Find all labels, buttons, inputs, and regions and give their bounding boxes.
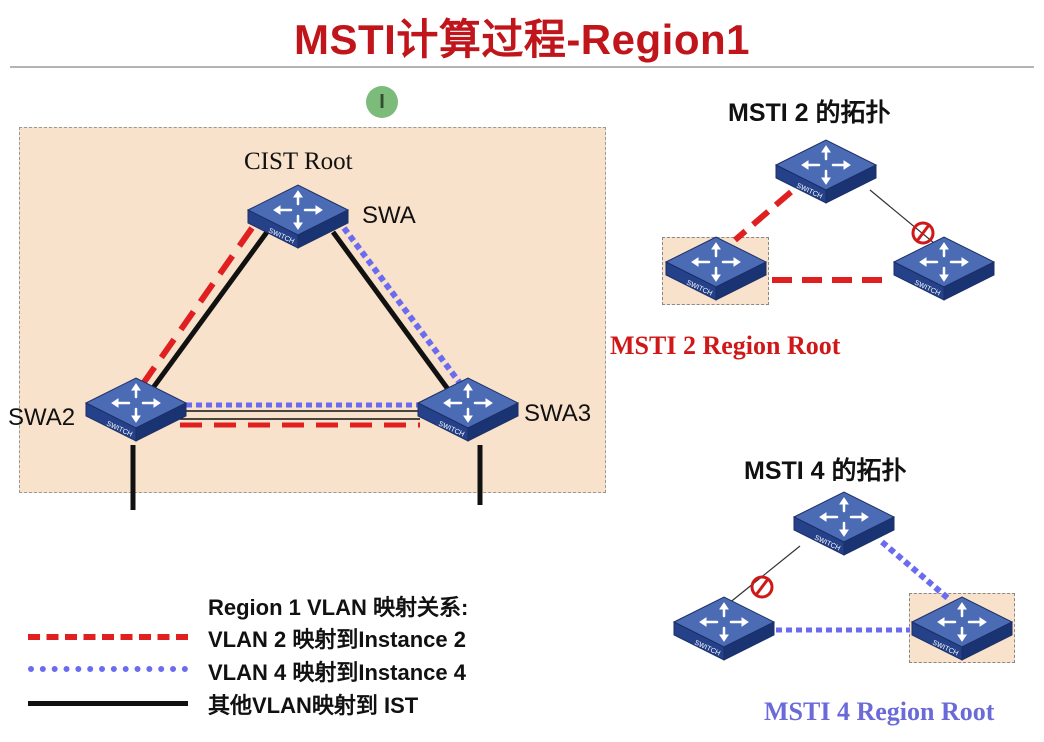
blocked-port-icon xyxy=(750,575,774,599)
switch-icon xyxy=(910,595,1014,662)
cist-root-label: CIST Root xyxy=(244,148,353,175)
title-divider xyxy=(10,66,1034,68)
vlan4-links xyxy=(186,226,465,408)
swa2-label: SWA2 xyxy=(8,404,76,431)
switch-icon xyxy=(672,595,776,662)
cursor-icon: I xyxy=(366,86,398,118)
msti2-title: MSTI 2 的拓扑 xyxy=(728,99,891,127)
msti4-links xyxy=(727,539,952,633)
msti4-title: MSTI 4 的拓扑 xyxy=(744,457,907,485)
switch-icon xyxy=(892,235,996,302)
legend-ist-swatch xyxy=(28,701,188,706)
legend-vlan2-text: VLAN 2 映射到Instance 2 xyxy=(208,627,466,652)
ist-links xyxy=(130,230,483,510)
vlan2-links xyxy=(137,226,420,428)
page-title: MSTI计算过程-Region1 xyxy=(294,16,750,63)
legend-vlan4-swatch xyxy=(28,666,188,672)
msti2-root-label: MSTI 2 Region Root xyxy=(610,331,841,360)
switch-icon xyxy=(416,376,520,443)
legend-ist-text: 其他VLAN映射到 IST xyxy=(208,693,419,718)
swa-label: SWA xyxy=(362,202,416,229)
msti2-links xyxy=(733,189,941,283)
switch-icon xyxy=(664,235,768,302)
legend-vlan2-swatch xyxy=(28,634,188,640)
msti4-root-label: MSTI 4 Region Root xyxy=(764,697,995,726)
legend-vlan4-text: VLAN 4 映射到Instance 4 xyxy=(208,660,466,685)
legend-heading: Region 1 VLAN 映射关系: xyxy=(208,595,469,620)
switch-icon xyxy=(84,376,188,443)
cursor-glyph: I xyxy=(379,90,385,113)
switch-icon xyxy=(792,490,896,557)
blocked-port-icon xyxy=(911,221,935,245)
swa3-label: SWA3 xyxy=(524,400,592,427)
